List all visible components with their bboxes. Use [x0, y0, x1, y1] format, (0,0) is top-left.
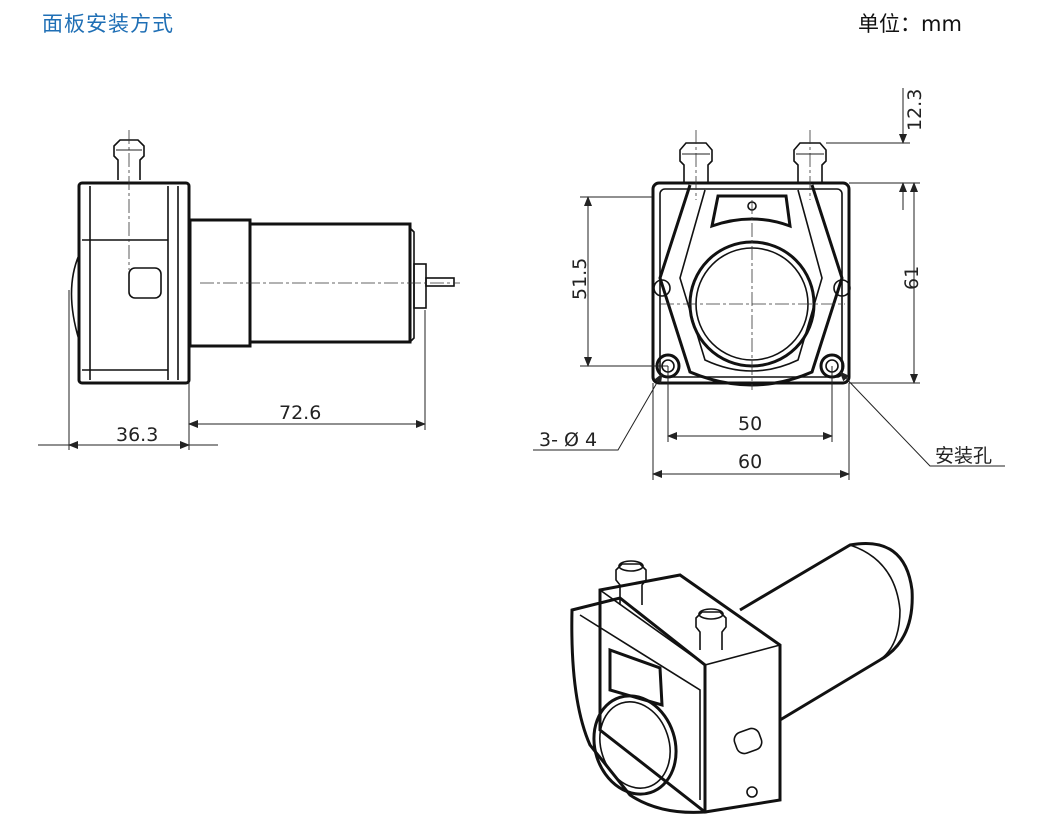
iso-nozzle-left: [615, 563, 647, 605]
holes-callout: 3- Ø 4: [539, 429, 597, 451]
iso-nozzle-right: [695, 611, 727, 650]
isometric-view: [570, 542, 914, 814]
side-view: [38, 130, 460, 450]
iso-window: [608, 647, 664, 708]
unit-label: 单位：mm: [858, 12, 962, 36]
page-title: 面板安装方式: [42, 12, 174, 36]
front-window: [710, 194, 792, 229]
dim-hole-pitch-horizontal: 50: [738, 413, 762, 435]
dim-front-depth: 36.3: [116, 424, 158, 446]
dim-plate-width: 60: [738, 451, 762, 473]
iso-rotor: [592, 694, 678, 796]
iso-motor: [739, 542, 914, 722]
mount-hole-callout: 安装孔: [935, 445, 992, 467]
dim-nozzle-height: 12.3: [904, 89, 926, 131]
dim-motor-length: 72.6: [279, 402, 321, 424]
dim-hole-pitch-vertical: 51.5: [569, 258, 591, 300]
side-pump-head: [77, 181, 191, 385]
front-view: [533, 88, 1005, 480]
dim-plate-height: 61: [901, 266, 923, 290]
front-arch-housing: [658, 184, 844, 387]
side-shaft: [425, 277, 455, 287]
iso-pump-face: [570, 596, 707, 814]
